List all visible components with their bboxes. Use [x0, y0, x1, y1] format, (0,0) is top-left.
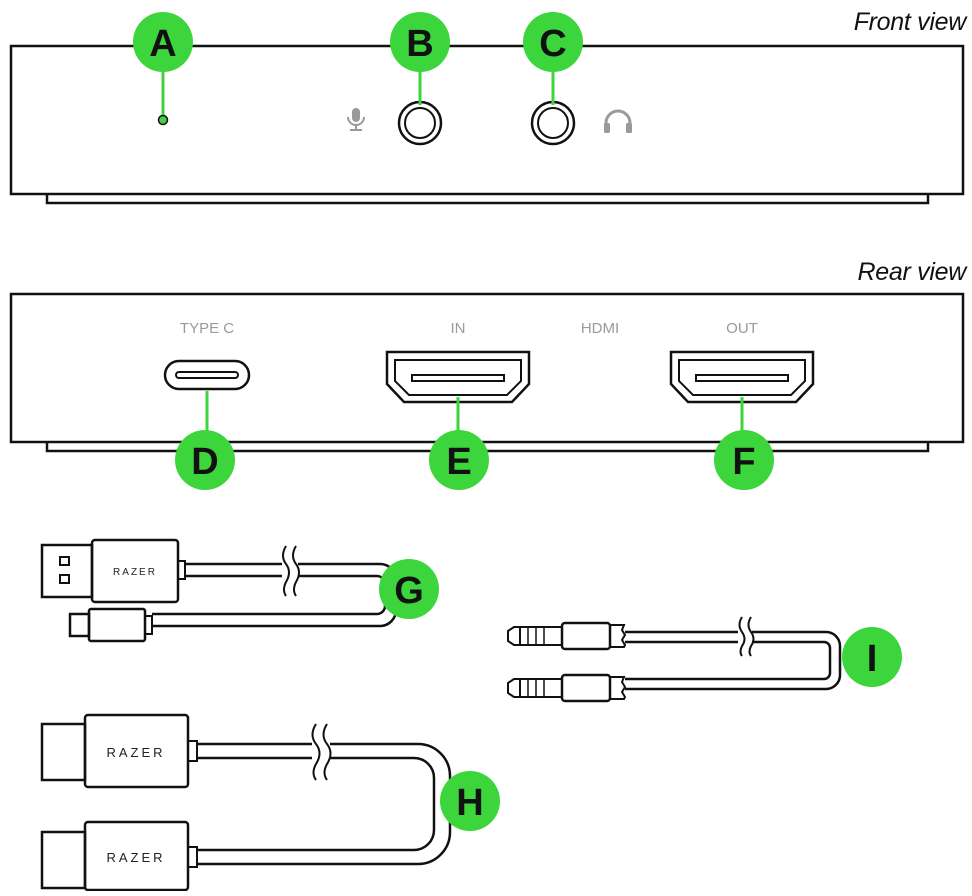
callout-i: I: [842, 627, 902, 687]
callout-i-label: I: [867, 638, 878, 680]
audio-plug-bottom-body: [560, 673, 612, 703]
usb-cable-wire-inner: [152, 574, 387, 616]
audio-cable-break-left: [738, 616, 746, 657]
hdmi-cable-bottom-brand-label: RAZER: [106, 850, 165, 865]
callout-a: A: [133, 12, 193, 72]
hdmi-cable-bottom-metal: [40, 830, 87, 890]
front-view: A B C: [9, 12, 965, 205]
hdmi-in-port-rim: [394, 359, 522, 396]
callout-b: B: [390, 12, 450, 72]
hdmi-in-port-outer: [385, 350, 531, 404]
usb-cable-break-right: [292, 545, 300, 597]
hdmi-cable-top-brand-label: RAZER: [106, 745, 165, 760]
callout-b-label: B: [406, 23, 433, 65]
callout-c-label: C: [539, 23, 566, 65]
callout-d: D: [175, 430, 235, 490]
mic-jack-inner: [404, 107, 436, 139]
hdmi-cable-top-strain-relief: [187, 740, 198, 762]
usb-a-plug-metal: [40, 543, 94, 599]
usb-cable-wire-outer: [152, 562, 398, 628]
hdmi-out-port-pins: [695, 374, 789, 382]
usb-c-plug-body: [87, 607, 147, 643]
audio-plug-top-body: [560, 621, 612, 651]
hdmi-out-port-outer: [669, 350, 815, 404]
hdmi-cable-top-metal: [40, 722, 87, 782]
callout-g: G: [379, 559, 439, 619]
front-panel-base: [45, 194, 930, 205]
rear-panel-body: [9, 292, 965, 444]
hdmi-out-port-label: OUT: [726, 320, 758, 337]
front-view-caption: Front view: [853, 8, 967, 36]
usb-cable-brand-label: RAZER: [113, 567, 157, 578]
audio-cable-wire-inner: [625, 640, 832, 681]
status-led: [157, 114, 169, 126]
callout-f-label: F: [732, 441, 755, 483]
callout-c: C: [523, 12, 583, 72]
hdmi-group-label: HDMI: [581, 320, 619, 337]
usb-c-plug-metal: [68, 612, 91, 638]
audio-cable-break-right: [747, 616, 755, 657]
hdmi-in-port-label: IN: [451, 320, 466, 337]
rear-view-caption: Rear view: [857, 258, 967, 286]
callout-a-label: A: [149, 23, 176, 65]
audio-plug-bottom-grip: [610, 676, 627, 700]
usb-a-plug-slot-top: [59, 556, 70, 566]
audio-plug-top-grip: [610, 624, 627, 648]
type-c-port-outer: [163, 359, 251, 391]
callout-f: F: [714, 430, 774, 490]
usb-cable-break-left: [282, 545, 290, 597]
microphone-icon: [347, 108, 365, 131]
hdmi-cable-break-right: [322, 723, 332, 781]
hdmi-cable-wire-inner: [197, 756, 436, 852]
audio-plug-bottom-tip: [507, 678, 521, 698]
front-panel-body: [9, 44, 965, 196]
headphone-jack-inner: [537, 107, 569, 139]
audio-plug-top-shaft: [519, 626, 563, 646]
callout-e: E: [429, 430, 489, 490]
audio-cable: I: [507, 616, 902, 703]
hdmi-out-port-rim: [678, 359, 806, 396]
audio-plug-bottom-shaft: [519, 678, 563, 698]
audio-cable-wire-outer: [625, 630, 842, 691]
hdmi-in-port-pins: [411, 374, 505, 382]
callout-g-label: G: [394, 570, 424, 612]
type-c-port-inner: [175, 371, 239, 379]
hdmi-cable-bottom-strain-relief: [187, 846, 198, 868]
audio-plug-top-tip: [507, 626, 521, 646]
rear-view: TYPE C IN HDMI OUT D: [9, 292, 965, 490]
type-c-port-label: TYPE C: [180, 320, 234, 337]
callout-e-label: E: [446, 441, 471, 483]
callout-h-label: H: [456, 782, 483, 824]
usb-cable: RAZER G: [40, 538, 439, 643]
callout-h: H: [440, 771, 500, 831]
hdmi-cable-break-left: [311, 723, 321, 781]
usb-a-strain-relief: [177, 560, 186, 580]
hdmi-cable: RAZER RAZER H: [40, 713, 500, 892]
callout-d-label: D: [191, 441, 218, 483]
headphones-icon: [604, 109, 632, 133]
usb-a-plug-slot-bottom: [59, 574, 70, 584]
